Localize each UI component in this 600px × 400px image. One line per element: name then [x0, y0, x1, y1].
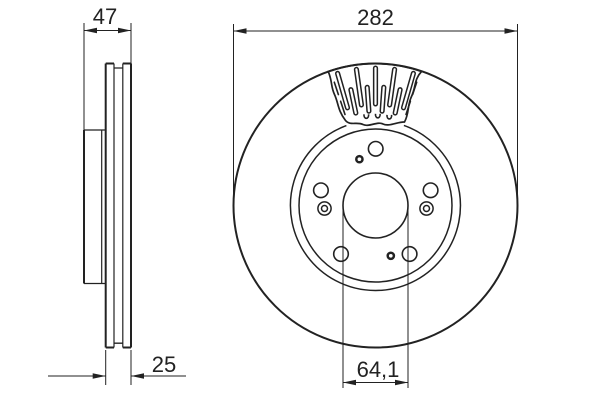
pin-hole [386, 251, 396, 261]
front-view [232, 62, 519, 349]
dimension-labels: 47 25 282 64,1 [93, 4, 400, 382]
vent-slot-cut-ends [363, 113, 393, 120]
hat-circle [298, 128, 453, 283]
arrowhead-right [395, 379, 408, 386]
bolt-hole [401, 245, 418, 263]
vent-section [327, 62, 424, 127]
screw-hole-outer [419, 201, 434, 216]
dim-282-label: 282 [357, 5, 394, 30]
pin-hole [355, 154, 364, 164]
arrowhead-right [504, 28, 518, 34]
dim-282 [233, 24, 518, 210]
vent-edge-dashes [333, 81, 418, 116]
friction-inner-circle [289, 124, 462, 292]
screw-hole-inner [320, 204, 329, 213]
dim-64-1 [342, 205, 409, 388]
arrowhead-right [118, 27, 131, 34]
vent-channel-notches [114, 67, 123, 344]
dim-64-1-label: 64,1 [357, 357, 400, 382]
arrowhead-left [233, 28, 247, 34]
bolt-holes [312, 140, 439, 263]
screw-hole-outer [317, 201, 332, 216]
pin-holes [355, 154, 396, 261]
arrowhead-left [343, 379, 356, 386]
dim-47-label: 47 [93, 4, 117, 29]
dim-47 [83, 23, 132, 130]
arrowhead-left [84, 27, 97, 34]
bolt-hole [422, 182, 439, 199]
center-bore-circle [342, 172, 409, 239]
bolt-hole [312, 182, 330, 199]
screw-hole-inner [422, 204, 431, 213]
screw-holes [317, 201, 434, 216]
vent-slots-long [335, 65, 416, 111]
bolt-hole [332, 245, 350, 263]
dim-25 [48, 350, 186, 385]
arrowhead-right [92, 373, 106, 379]
bolt-hole [367, 140, 384, 157]
side-view [83, 62, 132, 349]
dim-25-label: 25 [152, 352, 176, 377]
dimensions [48, 23, 518, 388]
arrowhead-left [131, 373, 144, 379]
vent-channel-edges [113, 63, 124, 348]
vent-slots-short [348, 84, 403, 116]
